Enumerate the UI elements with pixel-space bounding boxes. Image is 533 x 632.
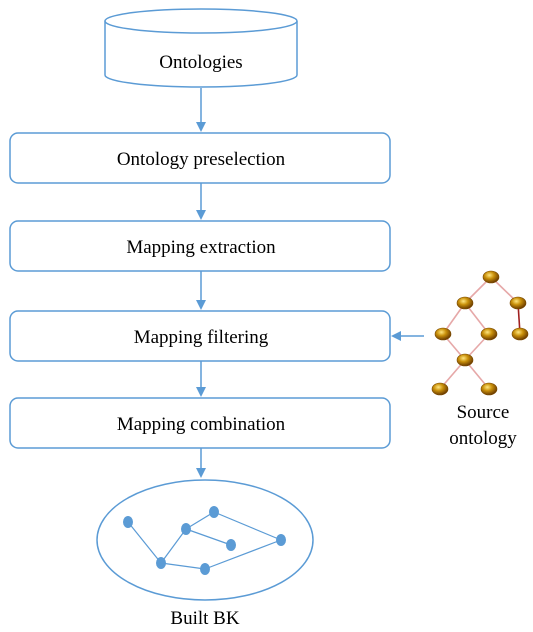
ontologies-database: Ontologies — [104, 8, 298, 88]
graph-nodes — [123, 506, 286, 575]
source-ontology-label-line2: ontology — [449, 428, 517, 449]
step-label: Ontology preselection — [117, 149, 286, 170]
step-mapping-extraction: Mapping extraction — [9, 220, 391, 272]
step-label: Mapping extraction — [126, 237, 276, 258]
built-bk-graph — [96, 479, 314, 601]
built-bk-label: Built BK — [170, 608, 239, 629]
step-box — [9, 132, 391, 184]
step-label: Mapping combination — [117, 414, 286, 435]
database-label: Ontologies — [159, 52, 242, 73]
step-box — [9, 310, 391, 362]
step-mapping-combination: Mapping combination — [9, 397, 391, 449]
built-bk-ellipse — [96, 479, 314, 601]
database-body — [104, 21, 298, 88]
ontology-tree-nodes — [431, 270, 529, 396]
step-ontology-preselection: Ontology preselection — [9, 132, 391, 184]
step-mapping-filtering: Mapping filtering — [9, 310, 391, 362]
step-label: Mapping filtering — [134, 327, 269, 348]
source-ontology-tree-icon — [431, 270, 529, 396]
graph-edges — [127, 511, 282, 570]
ontology-tree-edges — [439, 276, 521, 390]
database-top — [104, 8, 298, 34]
source-ontology-label-line1: Source — [457, 402, 510, 423]
step-box — [9, 220, 391, 272]
step-box — [9, 397, 391, 449]
